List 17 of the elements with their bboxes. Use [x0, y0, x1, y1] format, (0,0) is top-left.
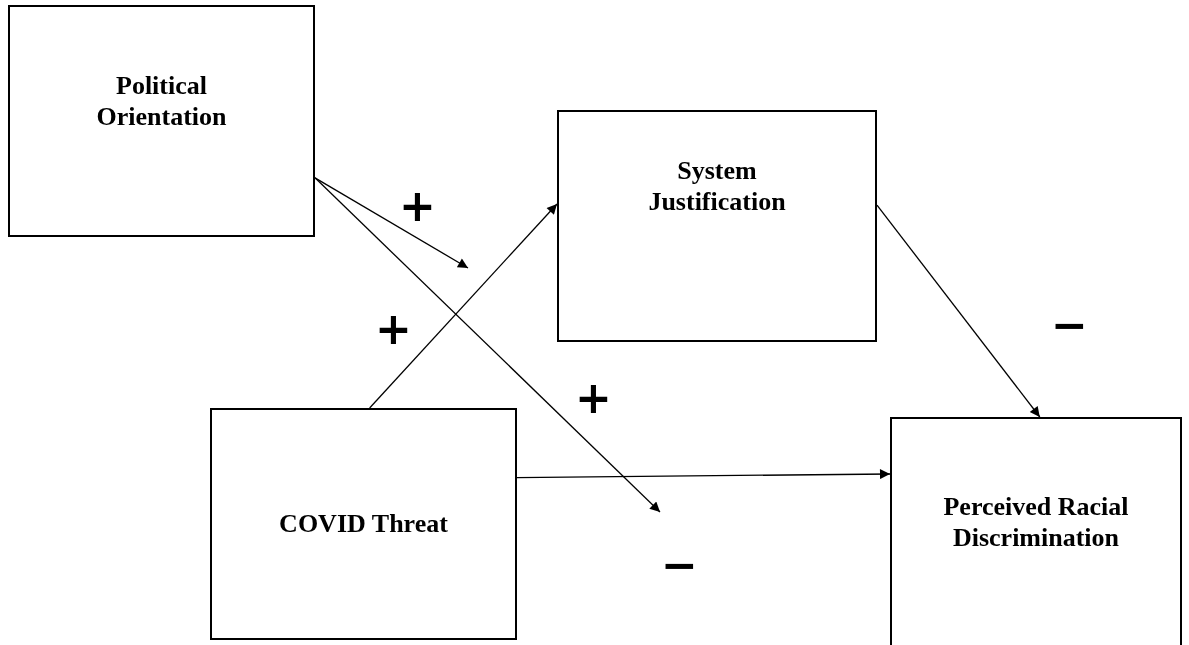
variable-box: [210, 408, 517, 640]
edge-label: +: [399, 184, 436, 228]
variable-label: Perceived Racial Discrimination: [942, 490, 1130, 554]
edge-label: +: [375, 307, 412, 351]
edge-label: −: [661, 543, 698, 587]
edge-label: −: [1051, 303, 1088, 347]
variable-label: COVID Threat: [279, 508, 448, 540]
arrow: [876, 204, 1041, 418]
arrow: [369, 203, 558, 409]
variable-label: Political Orientation: [95, 69, 228, 133]
variable-box: [890, 417, 1182, 645]
variable-box: [8, 5, 315, 237]
arrow: [516, 469, 891, 480]
edge-label: +: [575, 376, 612, 420]
variable-label: System Justification: [648, 154, 786, 218]
variable-box: [557, 110, 877, 342]
arrow: [314, 177, 661, 513]
